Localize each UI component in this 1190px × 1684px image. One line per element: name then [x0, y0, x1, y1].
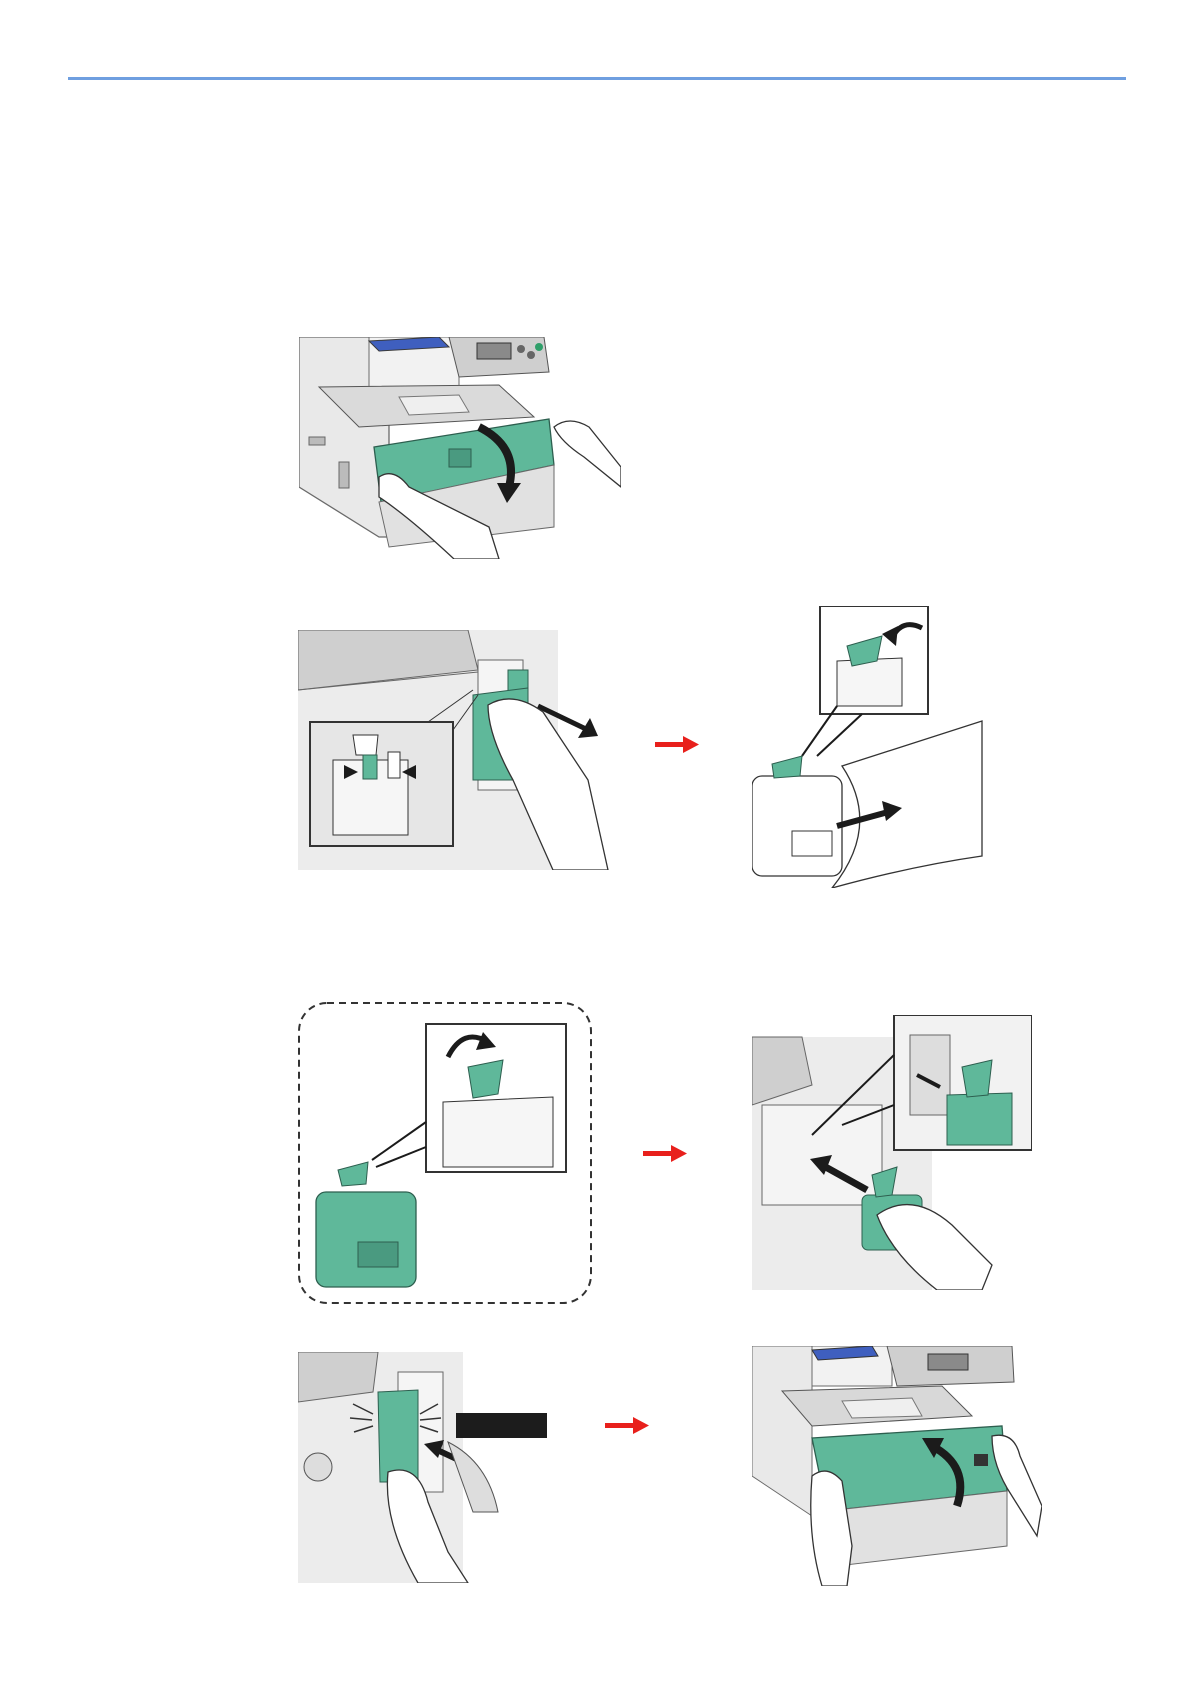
figure-new-waste-box-open-cap [298, 1002, 592, 1304]
step4-label [456, 1413, 547, 1438]
figure-cap-and-bag-old-box [752, 606, 986, 888]
figure-push-in-waste-box [298, 1352, 508, 1583]
next-arrow-1 [655, 736, 699, 759]
figure-close-front-cover [752, 1346, 1042, 1586]
next-arrow-3 [605, 1417, 649, 1440]
figure-open-front-cover [299, 337, 621, 559]
figure-remove-waste-toner-box [298, 630, 628, 870]
figure-insert-new-waste-box [752, 1015, 1032, 1290]
next-arrow-2 [643, 1145, 687, 1168]
header-rule [68, 77, 1126, 80]
